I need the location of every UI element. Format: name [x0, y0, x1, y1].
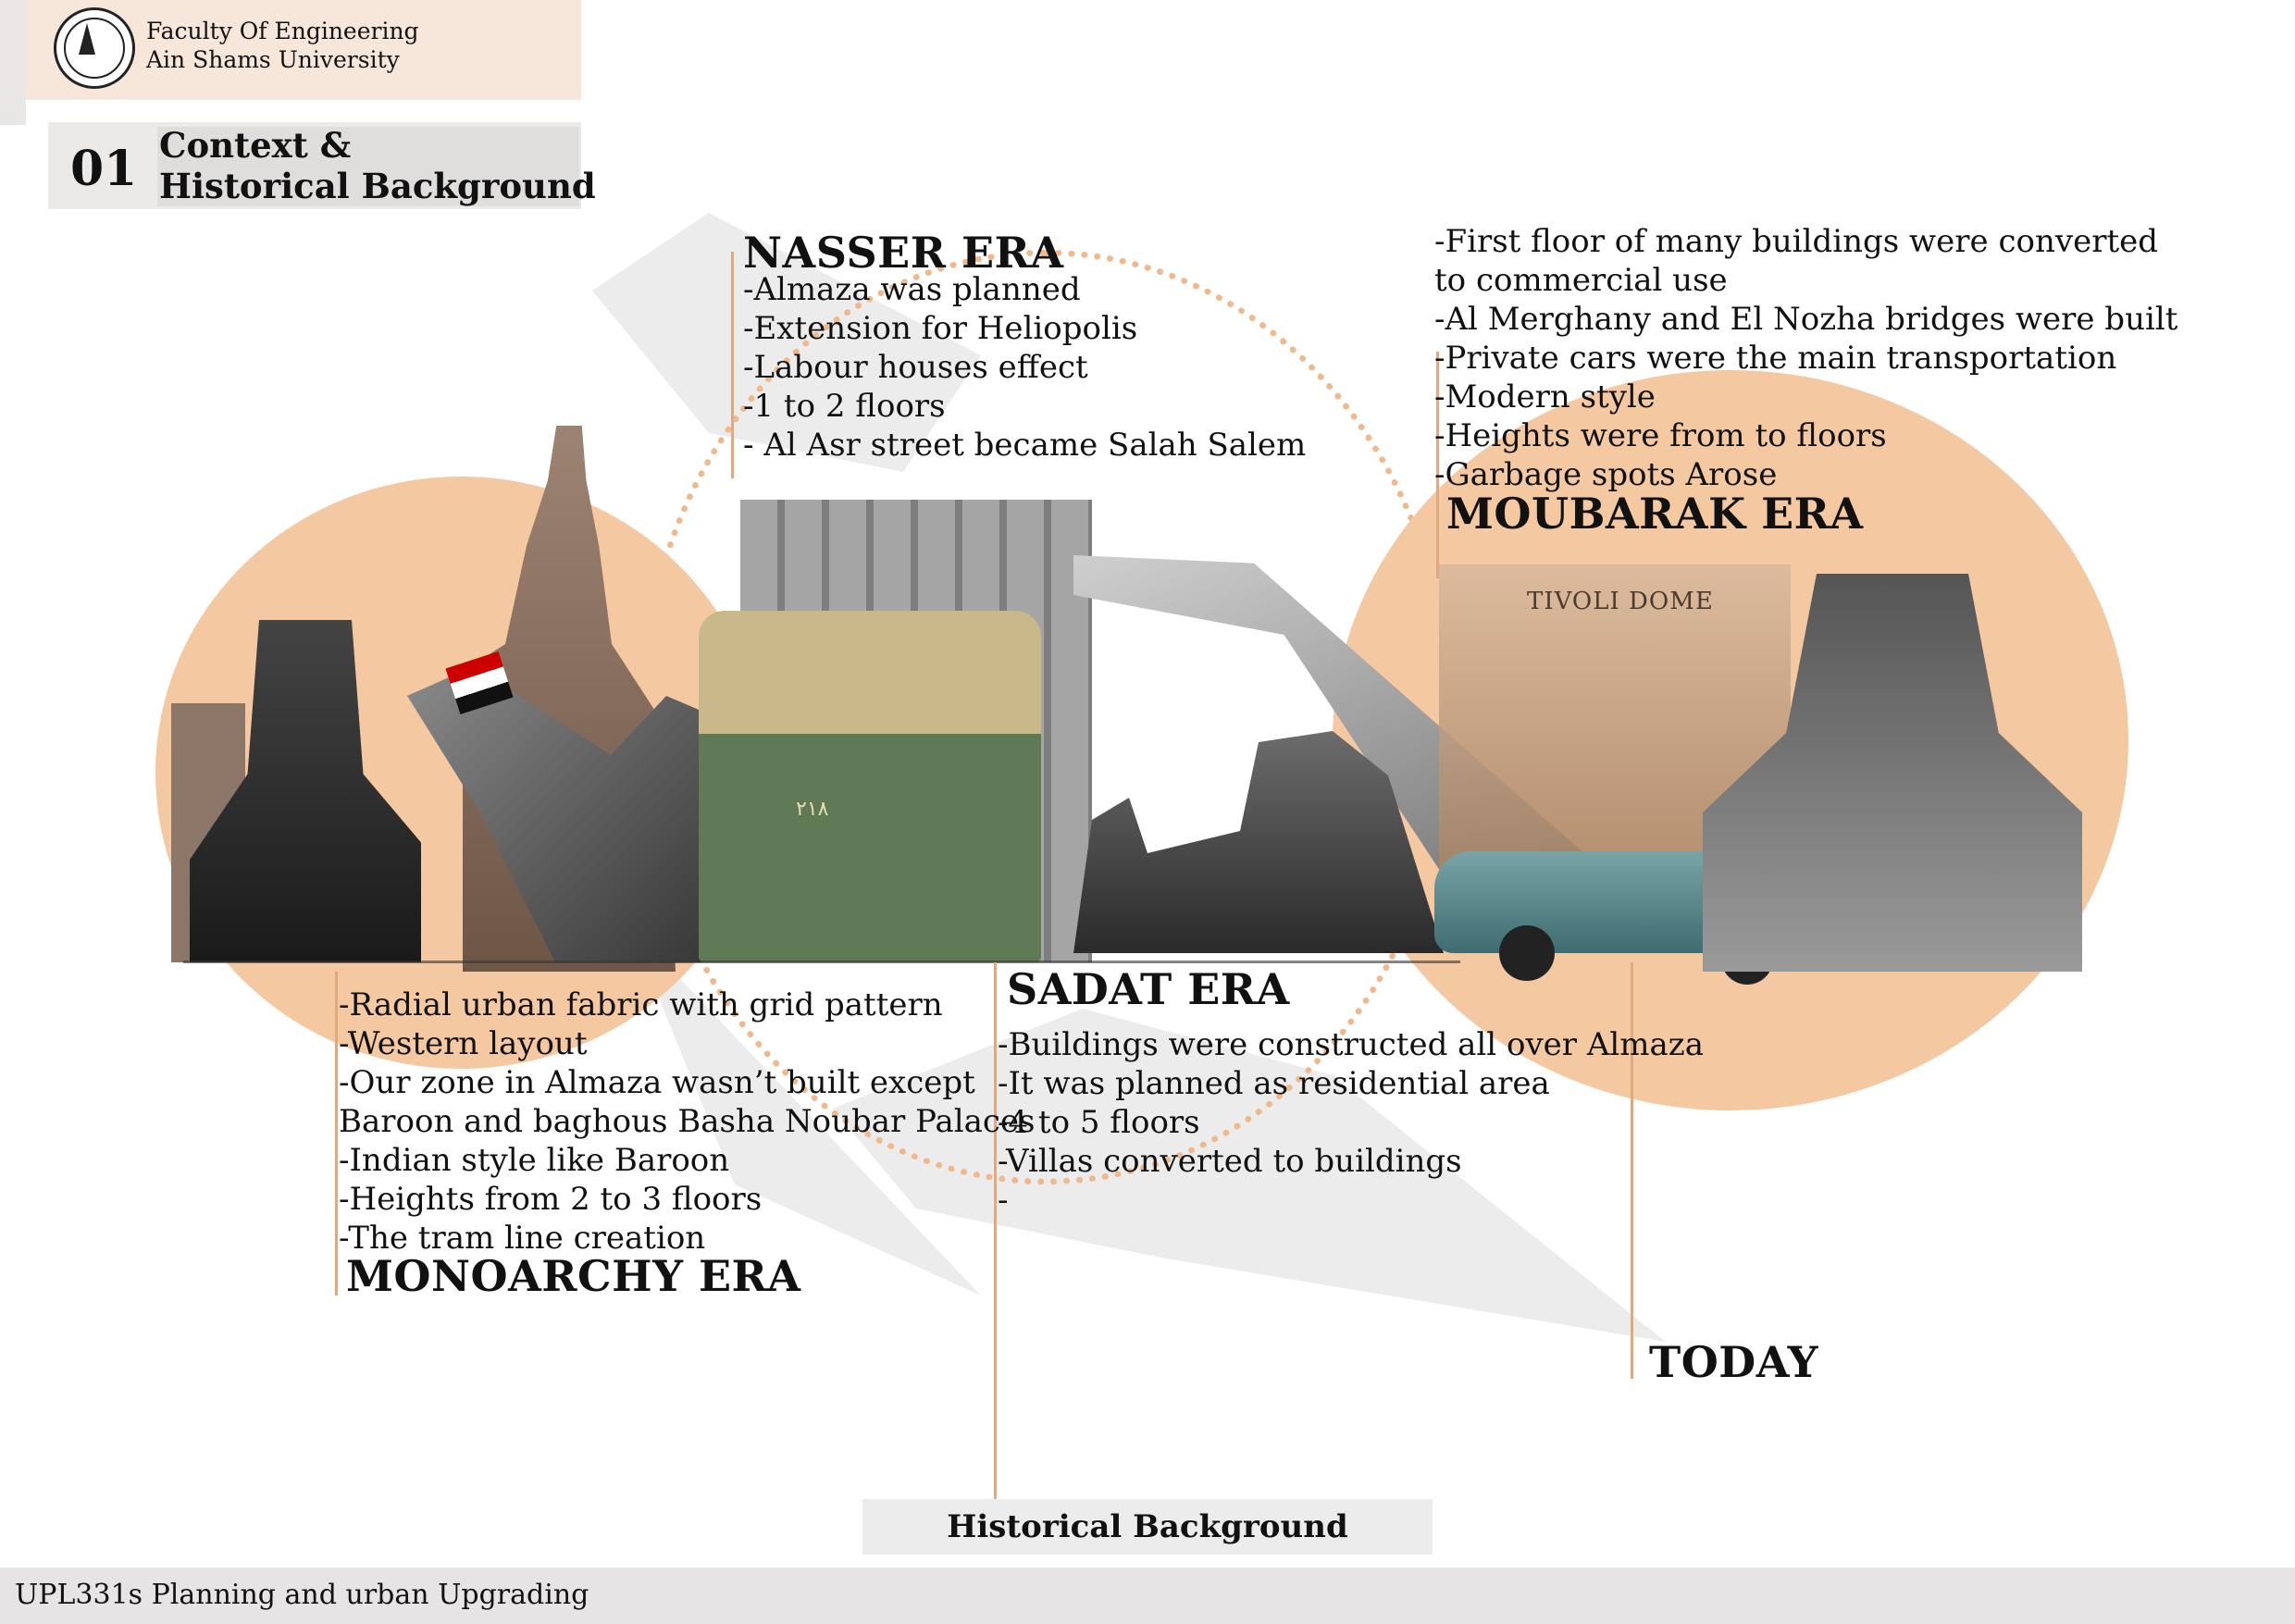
university-logo-icon — [54, 7, 135, 89]
monarchy-item-2: -Western layout — [339, 1025, 588, 1062]
today-title: TODAY — [1649, 1337, 1818, 1387]
tivoli-sign: TIVOLI DOME — [1527, 588, 1714, 615]
monarchy-item-1: -Radial urban fabric with grid pattern — [339, 986, 943, 1023]
monarchy-item-3: -Our zone in Almaza wasn’t built except — [339, 1064, 975, 1101]
nasser-era-list: -Almaza was planned -Extension for Helio… — [743, 270, 1306, 465]
tram-photo — [699, 611, 1041, 962]
moubarak-item-7: -Garbage spots Arose — [1434, 456, 1778, 493]
sadat-era-list: -Buildings were constructed all over Alm… — [998, 1025, 1704, 1220]
monarchy-era-title: MONOARCHY ERA — [346, 1251, 801, 1301]
tram-number: ٢١٨ — [796, 798, 829, 821]
collage-baseline — [183, 961, 1460, 963]
moubarak-item-6: -Heights were from to floors — [1434, 417, 1887, 454]
nasser-item-3: -Labour houses effect — [743, 349, 1088, 386]
sadat-item-5: - — [998, 1182, 1009, 1219]
moubarak-era-list: -First floor of many buildings were conv… — [1434, 222, 2177, 494]
moubarak-item-2: to commercial use — [1434, 262, 1728, 299]
moubarak-item-3: -Al Merghany and El Nozha bridges were b… — [1434, 301, 2178, 338]
section-title-bg — [157, 127, 579, 206]
faculty-line-1: Faculty Of Engineering — [146, 18, 419, 44]
caption-box — [862, 1499, 1433, 1555]
sadat-item-2: -It was planned as residential area — [998, 1065, 1550, 1102]
nasser-item-1: -Almaza was planned — [743, 271, 1081, 308]
timeline-line-nasser — [731, 252, 734, 478]
section-title: Context & Historical Background — [159, 125, 596, 206]
sadat-item-1: -Buildings were constructed all over Alm… — [998, 1026, 1704, 1063]
section-number: 01 — [70, 141, 138, 197]
timeline-line-today — [1631, 962, 1633, 1379]
monarchy-era-list: -Radial urban fabric with grid pattern -… — [339, 986, 1035, 1258]
moubarak-item-1: -First floor of many buildings were conv… — [1434, 223, 2158, 260]
footer-course-title: UPL331s Planning and urban Upgrading — [15, 1579, 589, 1611]
timeline-line-monarchy — [335, 972, 338, 1295]
monarchy-item-7: -The tram line creation — [339, 1220, 706, 1257]
faculty-name: Faculty Of Engineering Ain Shams Univers… — [146, 17, 419, 74]
nasser-item-5: - Al Asr street became Salah Salem — [743, 427, 1307, 464]
moubarak-item-4: -Private cars were the main transportati… — [1434, 340, 2117, 377]
section-title-line-2: Historical Background — [159, 166, 596, 206]
sadat-item-3: -4 to 5 floors — [998, 1104, 1200, 1141]
nasser-item-2: -Extension for Heliopolis — [743, 310, 1138, 347]
timeline-line-sadat — [994, 962, 997, 1501]
monarchy-item-6: -Heights from 2 to 3 floors — [339, 1181, 763, 1218]
timeline-line-moubarak — [1436, 352, 1439, 578]
caption-title: Historical Background — [947, 1508, 1348, 1545]
nasser-era-title: NASSER ERA — [743, 228, 1064, 278]
left-strip — [0, 0, 26, 125]
faculty-line-2: Ain Shams University — [146, 46, 400, 73]
section-title-line-1: Context & — [159, 125, 352, 166]
nasser-item-4: -1 to 2 floors — [743, 388, 946, 425]
sadat-item-4: -Villas converted to buildings — [998, 1143, 1462, 1180]
car-wheel-front — [1499, 925, 1555, 981]
monarchy-item-5: -Indian style like Baroon — [339, 1142, 730, 1179]
monarchy-item-4: Baroon and baghous Basha Noubar Palaces — [339, 1103, 1036, 1140]
moubarak-era-title: MOUBARAK ERA — [1446, 489, 1864, 539]
moubarak-item-5: -Modern style — [1434, 378, 1656, 415]
sadat-era-title: SADAT ERA — [1007, 964, 1290, 1014]
footer-bar — [0, 1568, 2295, 1624]
